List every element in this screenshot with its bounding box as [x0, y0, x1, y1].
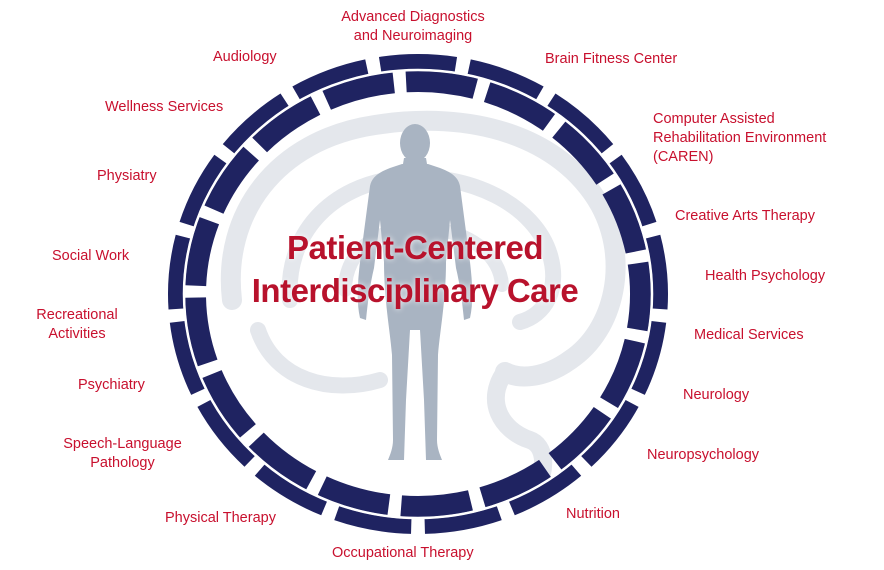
label-speech-language: Speech-Language Pathology: [50, 435, 195, 473]
label-health-psychology: Health Psychology: [705, 268, 826, 284]
title-line-1: Patient-Centered: [286, 229, 544, 266]
ring-segment-inner: [602, 184, 647, 254]
service-ring: [168, 54, 668, 534]
label-line: (CAREN): [653, 149, 714, 165]
label-line: Advanced Diagnostics: [341, 9, 485, 25]
ring-segment-inner: [202, 370, 256, 438]
label-line: Computer Assisted: [653, 111, 775, 127]
ring-segment-inner: [204, 146, 259, 214]
label-advanced-diagnostics: Advanced Diagnostics and Neuroimaging: [318, 8, 508, 46]
ring-segment-inner: [483, 82, 556, 131]
label-nutrition: Nutrition: [566, 506, 620, 522]
label-line: Activities: [48, 326, 106, 342]
label-wellness-services: Wellness Services: [105, 99, 224, 115]
ring-segment-inner: [322, 72, 395, 110]
ring-segment-inner: [405, 70, 478, 99]
label-caren: Computer Assisted Rehabilitation Environ…: [653, 110, 826, 167]
ring-segment-inner: [252, 96, 321, 153]
ring-segment-inner: [248, 432, 317, 490]
ring-segment-outer: [508, 464, 582, 516]
ring-segment-outer: [609, 154, 657, 227]
label-line: and Neuroimaging: [353, 28, 473, 44]
ring-segment-outer: [334, 505, 412, 534]
ring-segment-inner: [479, 459, 552, 508]
ring-segment-inner: [185, 216, 220, 287]
ring-segment-outer: [292, 59, 369, 100]
human-figure-icon: [357, 124, 473, 460]
ring-segment-outer: [378, 54, 458, 72]
ring-segment-inner: [627, 261, 651, 332]
ring-segment-outer: [581, 399, 639, 467]
ring-segment-outer: [169, 321, 205, 395]
ring-segment-inner: [552, 121, 615, 185]
ring-segment-outer: [631, 321, 667, 395]
label-brain-fitness: Brain Fitness Center: [545, 51, 678, 67]
label-physical-therapy: Physical Therapy: [165, 510, 276, 526]
ring-segment-outer: [179, 154, 227, 227]
ring-separator: [182, 68, 654, 520]
ring-segment-outer: [547, 93, 614, 154]
label-audiology: Audiology: [213, 49, 277, 65]
label-line: Speech-Language: [63, 436, 182, 452]
ring-segment-outer: [197, 399, 255, 467]
ring-segment-inner: [317, 476, 391, 516]
label-line: Rehabilitation Environment: [653, 130, 827, 146]
ring-segment-inner: [600, 338, 646, 409]
label-psychiatry: Psychiatry: [78, 377, 145, 393]
ring-segment-inner: [548, 406, 612, 470]
label-line: Recreational: [36, 307, 118, 323]
label-occupational-therapy: Occupational Therapy: [332, 545, 474, 561]
title-line-2: Interdisciplinary Care: [251, 272, 579, 309]
center-title: Patient-Centered Interdisciplinary Care: [215, 226, 615, 312]
label-physiatry: Physiatry: [97, 168, 157, 184]
ring-segment-outer: [424, 505, 502, 534]
label-neurology: Neurology: [683, 387, 750, 403]
label-recreational-activities: Recreational Activities: [22, 306, 132, 344]
ring-segment-outer: [467, 59, 544, 100]
label-creative-arts: Creative Arts Therapy: [675, 208, 815, 224]
ring-segment-inner: [400, 490, 473, 517]
label-social-work: Social Work: [52, 248, 130, 264]
label-line: Pathology: [90, 455, 155, 471]
ring-segment-outer: [645, 234, 668, 310]
ring-segment-outer: [222, 93, 289, 154]
label-medical-services: Medical Services: [694, 327, 804, 343]
label-neuropsychology: Neuropsychology: [647, 447, 760, 463]
brain-icon: [220, 110, 626, 499]
ring-segment-inner: [185, 297, 218, 367]
ring-segment-outer: [168, 234, 191, 310]
ring-segment-outer: [254, 464, 328, 516]
